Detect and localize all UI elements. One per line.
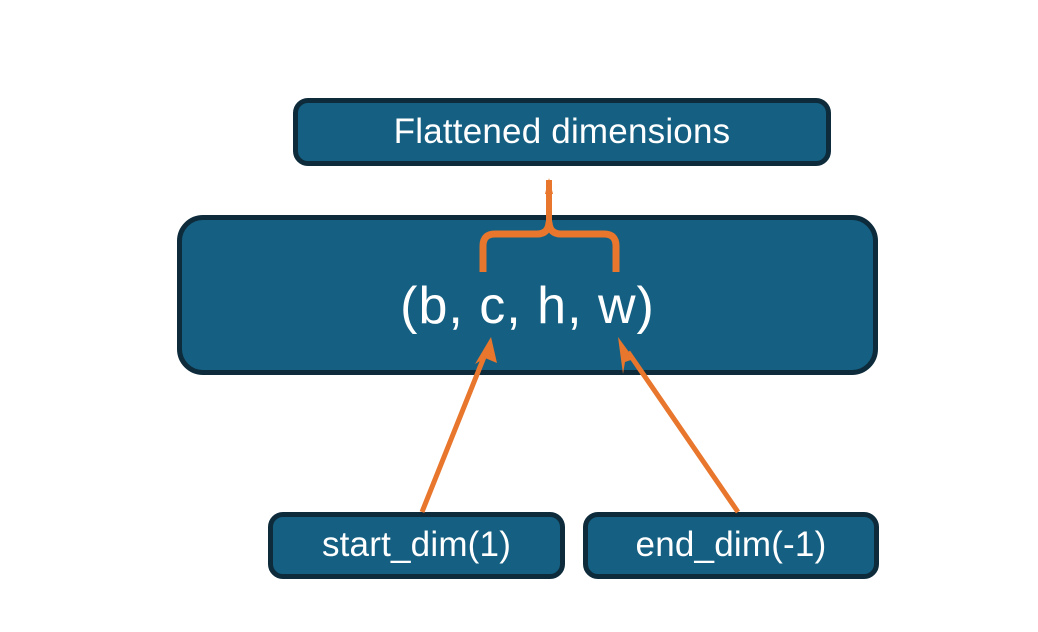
node-start-dim[interactable]: start_dim(1) [268,512,565,579]
node-flattened-dimensions[interactable]: Flattened dimensions [293,98,831,166]
node-end-dim[interactable]: end_dim(-1) [583,512,879,579]
node-start-dim-label: start_dim(1) [321,525,512,565]
node-end-dim-label: end_dim(-1) [635,525,827,565]
node-tensor-shape[interactable]: (b, c, h, w) [177,215,878,375]
node-flattened-dimensions-label: Flattened dimensions [393,111,731,151]
node-tensor-shape-label: (b, c, h, w) [400,277,655,336]
